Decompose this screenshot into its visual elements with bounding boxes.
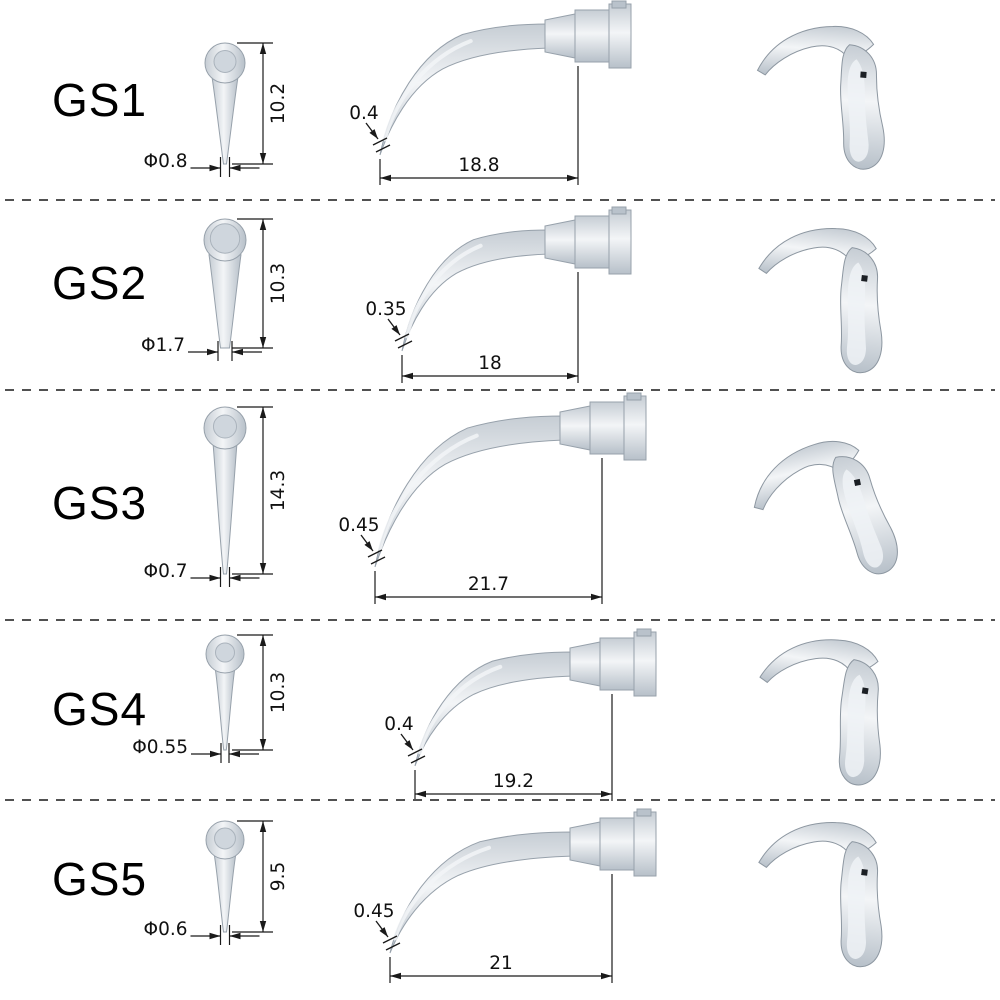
iso-view [742, 812, 972, 982]
tip-width-dimension: 0.4 [384, 714, 426, 764]
tip-port-dot [861, 869, 868, 876]
diameter-value: Φ0.55 [132, 737, 188, 758]
front-view: 10.3 Φ1.7 [130, 216, 315, 398]
tip-width-value: 0.35 [365, 299, 406, 320]
diameter-value: Φ0.6 [144, 919, 188, 940]
model-label: GS2 [52, 257, 148, 309]
tip-port-dot [861, 275, 868, 282]
front-view: 9.5 Φ0.6 [130, 818, 315, 982]
tip-width-value: 0.4 [349, 103, 378, 124]
side-tip-drawing [374, 392, 647, 568]
spec-row-gs3: GS3 14.3 Φ0.7 [0, 390, 1000, 621]
side-tip-drawing [389, 808, 657, 954]
length-value: 19.2 [493, 771, 534, 792]
front-view: 10.3 Φ0.55 [130, 632, 315, 800]
iso-tip-drawing [759, 639, 881, 786]
diameter-value: Φ1.7 [141, 335, 185, 356]
spec-row-gs2: GS2 10.3 Φ1.7 [0, 200, 1000, 392]
height-dimension: 14.3 [232, 406, 289, 575]
front-tip-drawing [203, 406, 247, 575]
tip-width-dimension: 0.4 [349, 103, 391, 153]
tip-width-dimension: 0.45 [338, 515, 386, 565]
height-dimension: 9.5 [232, 820, 289, 933]
front-tip-drawing [203, 218, 247, 349]
length-value: 21 [489, 953, 513, 974]
side-tip-drawing [401, 206, 632, 352]
length-dimension: 21 [389, 874, 613, 983]
height-value: 10.3 [268, 263, 289, 304]
iso-view [742, 630, 972, 800]
diameter-dimension: Φ1.7 [141, 335, 262, 361]
length-dimension: 18.8 [379, 66, 579, 185]
tip-port-dot [861, 687, 869, 695]
tip-width-value: 0.4 [384, 714, 413, 735]
length-value: 18.8 [458, 155, 499, 176]
length-dimension: 21.7 [374, 458, 603, 604]
model-label: GS1 [52, 74, 148, 126]
side-tip-drawing [379, 0, 632, 156]
tip-width-dimension: 0.35 [365, 299, 413, 349]
diameter-value: Φ0.7 [144, 561, 188, 582]
diameter-dimension: Φ0.8 [144, 151, 260, 177]
side-view: 0.4 19.2 [330, 628, 680, 810]
spec-row-gs1: GS1 10.2 Φ0.8 [0, 0, 1000, 201]
model-label: GS3 [52, 477, 148, 529]
iso-tip-drawing [758, 228, 883, 374]
length-dimension: 19.2 [414, 694, 613, 801]
front-tip-drawing [205, 634, 245, 751]
length-value: 21.7 [468, 574, 509, 595]
diameter-dimension: Φ0.7 [144, 561, 260, 587]
iso-view [742, 15, 972, 185]
height-value: 14.3 [268, 470, 289, 511]
height-value: 10.2 [268, 83, 289, 124]
tip-port-dot [853, 478, 861, 486]
side-view: 0.4 18.8 [330, 0, 680, 196]
height-dimension: 10.3 [232, 218, 289, 349]
spec-row-gs5: GS5 9.5 Φ0.6 [0, 800, 1000, 1000]
tip-width-value: 0.45 [353, 901, 394, 922]
tip-width-dimension: 0.45 [353, 901, 401, 951]
side-view: 0.45 21 [330, 808, 680, 998]
tip-width-value: 0.45 [338, 515, 379, 536]
side-view: 0.45 21.7 [330, 392, 680, 618]
iso-view [742, 425, 972, 595]
front-tip-drawing [204, 42, 246, 165]
model-label: GS5 [52, 853, 148, 905]
model-label: GS4 [52, 683, 148, 735]
spec-row-gs4: GS4 10.3 Φ0.55 [0, 620, 1000, 801]
height-dimension: 10.2 [232, 42, 289, 165]
side-tip-drawing [414, 628, 657, 767]
iso-tip-drawing [756, 25, 885, 170]
tip-port-dot [860, 71, 867, 78]
front-view: 10.2 Φ0.8 [130, 40, 315, 214]
diameter-dimension: Φ0.6 [144, 919, 260, 945]
length-value: 18 [478, 353, 502, 374]
iso-view [742, 218, 972, 388]
front-view: 14.3 Φ0.7 [130, 404, 315, 624]
length-dimension: 18 [401, 272, 579, 383]
height-value: 9.5 [268, 862, 289, 891]
diameter-dimension: Φ0.55 [132, 737, 259, 763]
height-dimension: 10.3 [232, 634, 289, 751]
iso-tip-drawing [753, 440, 898, 575]
side-view: 0.35 18 [330, 206, 680, 392]
height-value: 10.3 [268, 672, 289, 713]
iso-tip-drawing [758, 822, 883, 968]
front-tip-drawing [205, 820, 245, 933]
diameter-value: Φ0.8 [144, 151, 188, 172]
